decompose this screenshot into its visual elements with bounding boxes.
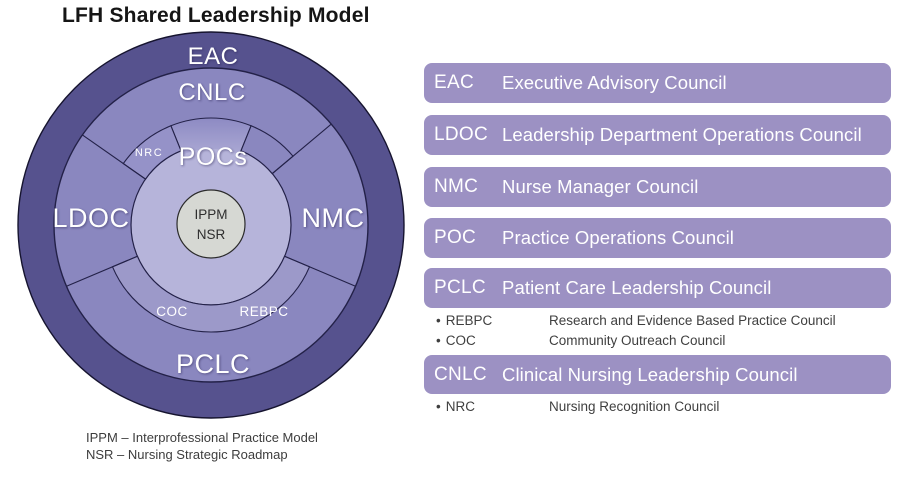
label-pclc: PCLC [176,349,250,379]
legend-name: Executive Advisory Council [502,72,727,93]
segment-coc-rebpc [111,255,311,333]
legend-abbr: NMC [434,176,479,197]
legend-sub-name: Research and Evidence Based Practice Cou… [549,312,836,328]
divider-bottom-right [284,255,356,287]
segment-pocs-wedge-outline [170,117,252,155]
legend-subitem-nrc: •NRC Nursing Recognition Council [436,397,886,415]
page-title: LFH Shared Leadership Model [62,4,370,27]
center-circle-ippm-nsr [176,189,246,259]
legend-sub-name: Community Outreach Council [549,332,726,348]
footnote-nsr: NSR – Nursing Strategic Roadmap [86,447,288,462]
label-coc: COC [156,304,188,319]
label-nmc: NMC [302,203,365,233]
shared-leadership-diagram: EAC CNLC LDOC NMC PCLC POCs NRC COC REBP… [17,31,405,419]
bullet-icon: • [436,332,441,348]
segment-pocs-wedge [170,118,252,155]
label-ldoc: LDOC [52,203,129,233]
divider-top-right [271,123,332,175]
legend-bar-poc: POC Practice Operations Council [424,218,891,258]
legend-subitem-rebpc: •REBPC Research and Evidence Based Pract… [436,311,886,329]
bullet-icon: • [436,312,441,328]
legend-name: Nurse Manager Council [502,176,699,197]
legend-sub-abbr: •REBPC [436,313,549,328]
legend-abbr: CNLC [434,363,487,385]
footnotes: IPPM – Interprofessional Practice Model … [86,429,318,463]
divider-top-left [82,134,146,180]
bullet-icon: • [436,398,441,414]
legend-bar-ldoc: LDOC Leadership Department Operations Co… [424,115,891,155]
divider-bottom-left [66,255,138,287]
legend-name: Patient Care Leadership Council [502,277,772,298]
legend-sub-abbr: •NRC [436,399,549,414]
legend-abbr: POC [434,227,477,248]
legend-subitem-coc: •COC Community Outreach Council [436,331,886,349]
label-pocs: POCs [179,143,248,171]
legend-sub-name: Nursing Recognition Council [549,398,720,414]
legend-name: Practice Operations Council [502,227,734,248]
legend-sub-abbr-text: COC [445,332,476,348]
label-nrc: NRC [135,147,163,159]
legend-bar-nmc: NMC Nurse Manager Council [424,167,891,207]
label-cnlc: CNLC [178,79,245,106]
legend-panel: EAC Executive Advisory Council LDOC Lead… [424,0,891,480]
label-ippm: IPPM [194,207,227,222]
legend-bar-eac: EAC Executive Advisory Council [424,63,891,103]
label-eac: EAC [188,43,239,70]
legend-sub-abbr-text: REBPC [445,312,493,328]
legend-bar-cnlc: CNLC Clinical Nursing Leadership Council [424,355,891,394]
label-nsr: NSR [197,227,226,242]
legend-sub-abbr-text: NRC [445,398,475,414]
legend-name: Leadership Department Operations Council [502,124,862,145]
footnote-ippm: IPPM – Interprofessional Practice Model [86,430,318,445]
legend-bar-pclc: PCLC Patient Care Leadership Council [424,268,891,308]
legend-name: Clinical Nursing Leadership Council [502,363,798,385]
label-rebpc: REBPC [239,304,288,319]
legend-abbr: LDOC [434,124,488,145]
legend-abbr: PCLC [434,277,486,298]
legend-abbr: EAC [434,72,474,93]
legend-sub-abbr: •COC [436,333,549,348]
